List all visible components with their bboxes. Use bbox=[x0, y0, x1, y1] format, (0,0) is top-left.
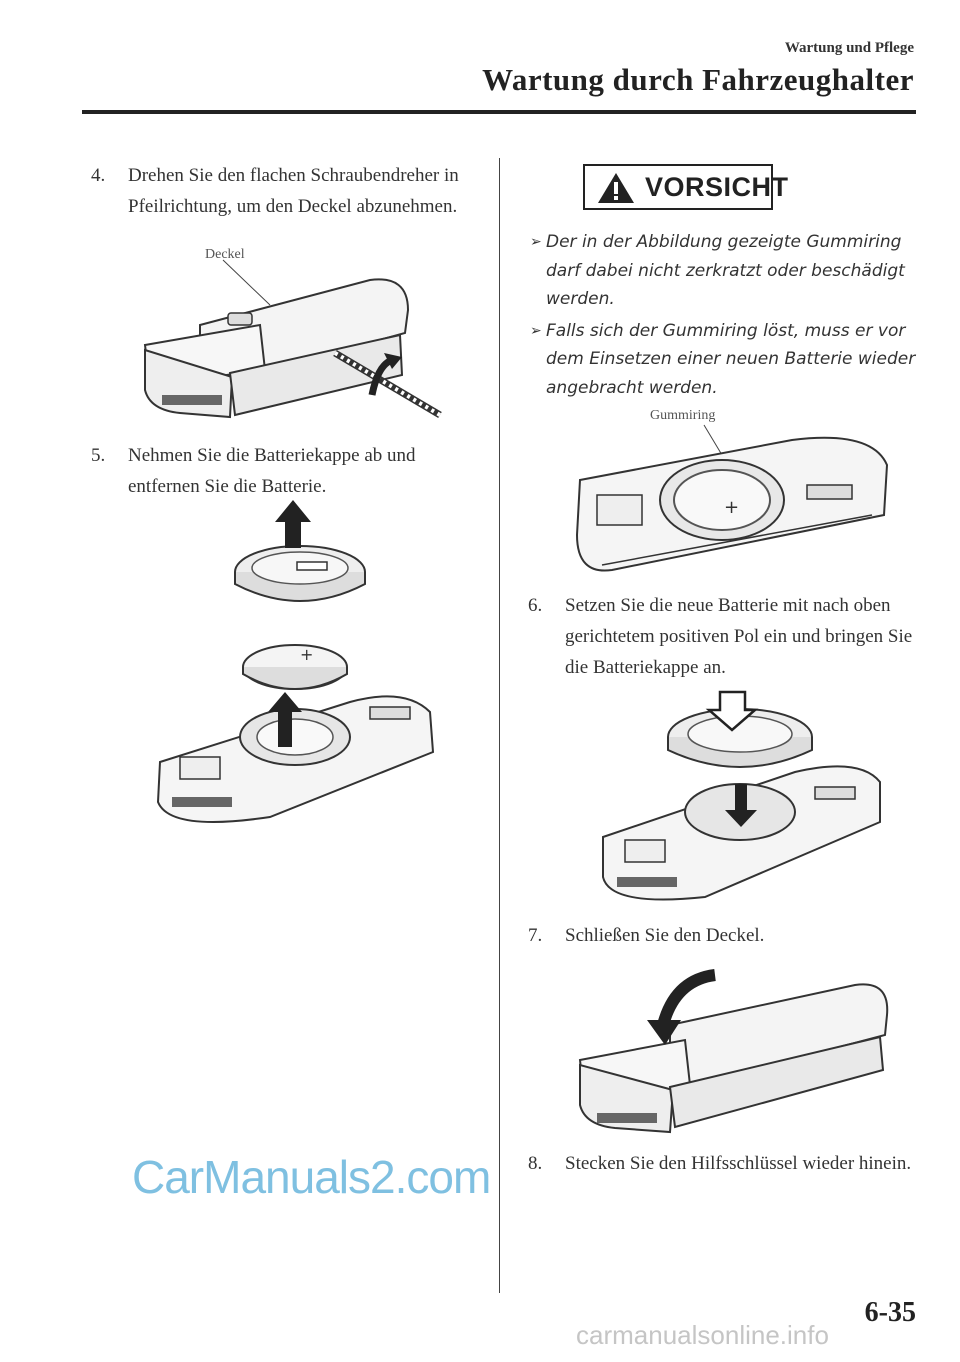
header-rule bbox=[82, 110, 916, 114]
figure-insert-battery bbox=[602, 690, 881, 901]
caution-bullet: ➢ Der in der Abbildung gezeigte Gummirin… bbox=[530, 228, 930, 314]
figure-rubber-ring: + bbox=[575, 424, 889, 572]
figure-battery-cap bbox=[234, 500, 366, 602]
page-title: Wartung durch Fahrzeughalter bbox=[482, 62, 914, 97]
caution-bullet-text: Falls sich der Gummiring löst, muss er v… bbox=[546, 320, 916, 398]
column-divider bbox=[499, 158, 500, 1293]
step-text: Drehen Sie den flachen Schraubendreher i… bbox=[128, 165, 459, 217]
figure-remove-cover bbox=[143, 259, 442, 419]
step-5: 5. Nehmen Sie die Batteriekappe ab und e… bbox=[91, 440, 471, 502]
step-8: 8. Stecken Sie den Hilfsschlüssel wieder… bbox=[528, 1148, 928, 1179]
section-title: Wartung und Pflege bbox=[784, 40, 914, 56]
step-4: 4. Drehen Sie den flachen Schraubendrehe… bbox=[91, 160, 471, 222]
step-number: 4. bbox=[91, 165, 106, 186]
step-text: Setzen Sie die neue Batterie mit nach ob… bbox=[565, 595, 913, 678]
step-text: Stecken Sie den Hilfsschlüssel wieder hi… bbox=[565, 1153, 912, 1174]
step-number: 7. bbox=[528, 925, 543, 946]
label-gummiring: Gummiring bbox=[650, 408, 716, 423]
caution-bullets: ➢ Der in der Abbildung gezeigte Gummirin… bbox=[530, 228, 930, 405]
page-number: 6-35 bbox=[864, 1297, 916, 1328]
figure-close-cover bbox=[578, 969, 889, 1134]
watermark: CarManuals2.com bbox=[132, 1151, 491, 1203]
caution-box: VORSICHT bbox=[583, 164, 788, 210]
warning-triangle-icon bbox=[598, 173, 634, 203]
step-number: 6. bbox=[528, 595, 543, 616]
caution-bullet: ➢ Falls sich der Gummiring löst, muss er… bbox=[530, 317, 930, 403]
svg-text:+: + bbox=[724, 497, 739, 518]
figure-remove-battery: + bbox=[156, 644, 435, 823]
label-deckel: Deckel bbox=[205, 247, 245, 262]
step-text: Nehmen Sie die Batteriekappe ab und entf… bbox=[128, 445, 416, 497]
step-6: 6. Setzen Sie die neue Batterie mit nach… bbox=[528, 590, 928, 683]
caution-bullet-text: Der in der Abbildung gezeigte Gummiring … bbox=[546, 232, 905, 309]
step-number: 5. bbox=[91, 445, 106, 466]
arrow-bullet-icon: ➢ bbox=[530, 234, 542, 250]
caution-label: VORSICHT bbox=[645, 172, 789, 202]
step-7: 7. Schließen Sie den Deckel. bbox=[528, 920, 928, 951]
svg-text:+: + bbox=[300, 645, 313, 664]
step-number: 8. bbox=[528, 1153, 543, 1174]
footer-site: carmanualsonline.info bbox=[576, 1320, 829, 1350]
step-text: Schließen Sie den Deckel. bbox=[565, 925, 765, 946]
arrow-bullet-icon: ➢ bbox=[530, 322, 542, 339]
